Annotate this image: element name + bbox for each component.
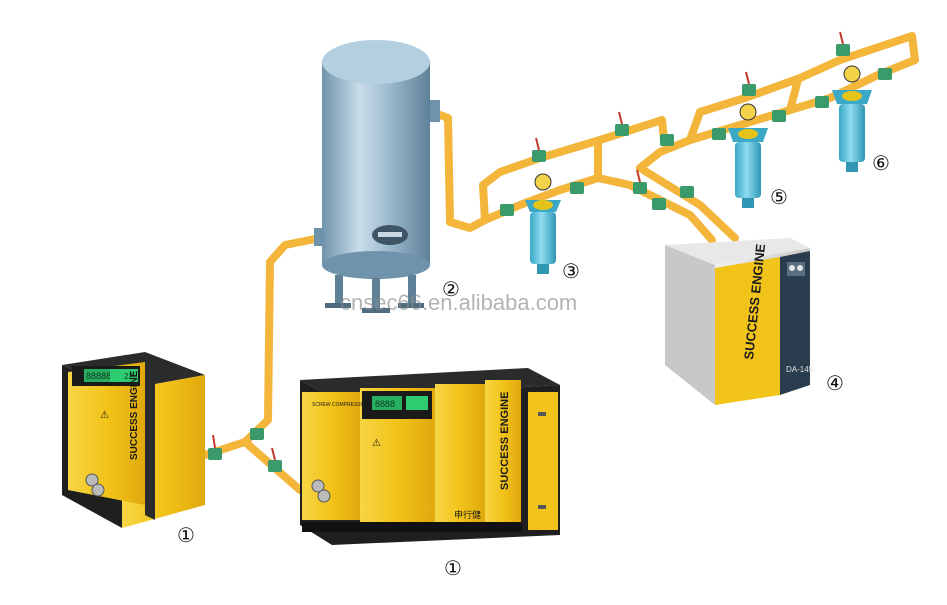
valve <box>712 128 726 140</box>
valve <box>660 134 674 146</box>
filter-6 <box>832 65 872 172</box>
label-dryer: ④ <box>826 373 844 395</box>
dryer-model: DA-145 <box>786 365 814 374</box>
label-compressor-large: ① <box>444 558 462 580</box>
filter-5 <box>728 103 768 208</box>
valves <box>208 31 892 472</box>
large-compressor-brand: SUCCESS ENGINE <box>499 392 511 490</box>
valve <box>570 182 584 194</box>
large-display-value: 8888 <box>375 399 395 409</box>
valve <box>532 137 546 162</box>
valve <box>652 198 666 210</box>
refrigerated-dryer: SUCCESS ENGINE DA-145 <box>665 238 814 405</box>
valve <box>815 96 829 108</box>
large-key-icon <box>311 479 331 503</box>
pipe-segment <box>636 32 919 172</box>
label-filter-mid: ⑤ <box>770 187 788 209</box>
valve <box>742 71 756 96</box>
valve <box>615 111 629 136</box>
small-display-suffix: 22 <box>124 372 133 381</box>
label-tank: ② <box>442 279 460 301</box>
valve <box>878 68 892 80</box>
filter-3 <box>525 173 561 274</box>
small-warning-icon: ⚠ <box>100 410 109 421</box>
valve <box>772 110 786 122</box>
valve <box>250 428 264 440</box>
valve <box>268 447 282 472</box>
large-compressor-model: SCREW COMPRESSOR 110 <box>312 402 378 408</box>
watermark: cnsec66.en.alibaba.com <box>340 290 577 315</box>
valve <box>680 186 694 198</box>
pipe-segment <box>241 234 324 446</box>
small-key-icon <box>85 473 105 497</box>
label-filter-main: ③ <box>562 261 580 283</box>
large-compressor-chinese: 申行健 <box>454 509 481 520</box>
air-receiver-tank <box>314 40 440 313</box>
pipe-segment <box>786 70 884 114</box>
label-filter-right: ⑥ <box>872 153 890 175</box>
large-warning-icon: ⚠ <box>372 438 381 449</box>
valve <box>836 31 850 56</box>
compressor-small: 88888 22 ⚠ SUCCESS ENGINE <box>62 352 205 528</box>
label-compressor-small: ① <box>177 525 195 547</box>
valve <box>633 169 647 194</box>
pipe-segment <box>636 164 739 242</box>
compressor-large: SCREW COMPRESSOR 110 8888 ⚠ SUCCESS ENGI… <box>300 368 560 545</box>
small-display-value: 88888 <box>86 371 111 381</box>
valve <box>500 204 514 216</box>
valve <box>208 434 222 460</box>
small-compressor-brand: SUCCESS ENGINE <box>129 370 140 460</box>
pipe-segment <box>686 76 802 144</box>
